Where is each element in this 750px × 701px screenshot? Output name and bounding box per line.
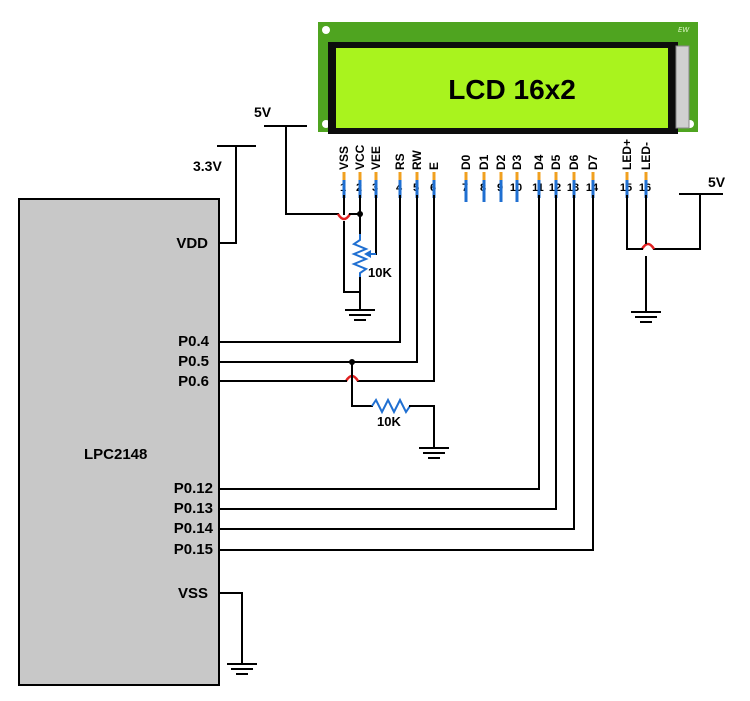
supply-5v-right-label: 5V	[708, 174, 726, 190]
lcd-pin-label: RW	[410, 150, 424, 170]
lcd-pin-label: E	[427, 162, 441, 170]
lcd-pin-label: VEE	[369, 146, 383, 170]
lcd-badge: EW	[678, 26, 690, 34]
pin-label-p0-6: P0.6	[178, 373, 209, 390]
lcd-pin-label: D7	[586, 154, 600, 170]
pin-label-p0-13: P0.13	[174, 500, 213, 517]
lcd-pin-label: LED+	[620, 139, 634, 170]
crossover-hop	[640, 242, 656, 250]
lcd-pin-label: D3	[510, 154, 524, 170]
lcd-pin-label: D6	[567, 154, 581, 170]
lcd-pin-label: D2	[494, 154, 508, 170]
lcd-side-bar	[675, 45, 690, 129]
pin-label-p0-5: P0.5	[178, 353, 209, 370]
control-wires: 10K	[218, 195, 449, 459]
resistor	[371, 397, 411, 415]
pin-label-p0-15: P0.15	[174, 541, 213, 558]
supply-3v3-label: 3.3V	[193, 158, 222, 174]
pin-label-vss: VSS	[178, 585, 208, 602]
lcd-module: EW LCD 16x2	[318, 22, 698, 134]
pot-value-label: 10K	[368, 265, 392, 280]
supply-3v3: 3.3V	[193, 145, 256, 244]
supply-5v-top-label: 5V	[254, 104, 272, 120]
lpc2148-chip: LPC2148 VDD P0.4 P0.5 P0.6 P0.12 P0.13 P…	[18, 198, 220, 686]
pin-label-p0-4: P0.4	[178, 333, 210, 350]
lcd-pin-label: D5	[549, 154, 563, 170]
chip-body	[18, 198, 220, 686]
lcd-pins: VSS1VCC2VEE3RS4RW5E6D07D18D29D310D411D51…	[337, 139, 653, 202]
ground-icon	[631, 311, 661, 323]
pin-label-p0-14: P0.14	[174, 520, 214, 537]
lcd-pin-label: RS	[393, 153, 407, 170]
backlight-circuit: 5V	[626, 174, 726, 323]
lcd-screen	[336, 48, 668, 128]
potentiometer	[351, 234, 369, 278]
lcd-pin-label: VCC	[353, 144, 367, 170]
chip-name: LPC2148	[84, 446, 147, 463]
ground-icon	[227, 663, 257, 675]
ground-icon	[419, 447, 449, 459]
ground-icon	[345, 309, 375, 321]
mcu-ground	[218, 592, 257, 675]
contrast-circuit: 10K	[343, 195, 392, 321]
wiper-arrow-icon	[364, 250, 371, 258]
pin-label-vdd: VDD	[176, 235, 208, 252]
data-wires	[218, 195, 594, 551]
resistor-value-label: 10K	[377, 414, 401, 429]
lcd-pin-label: D1	[477, 154, 491, 170]
lcd-pin-label: D0	[459, 154, 473, 170]
crossover-hop	[336, 213, 352, 221]
lcd-pin-label: VSS	[337, 146, 351, 170]
pin-label-p0-12: P0.12	[174, 480, 213, 497]
supply-5v-top: 5V	[254, 104, 363, 221]
lcd-pin-label: LED-	[639, 142, 653, 170]
lcd-pin-label: D4	[532, 154, 546, 170]
lcd-title: LCD 16x2	[448, 74, 576, 105]
